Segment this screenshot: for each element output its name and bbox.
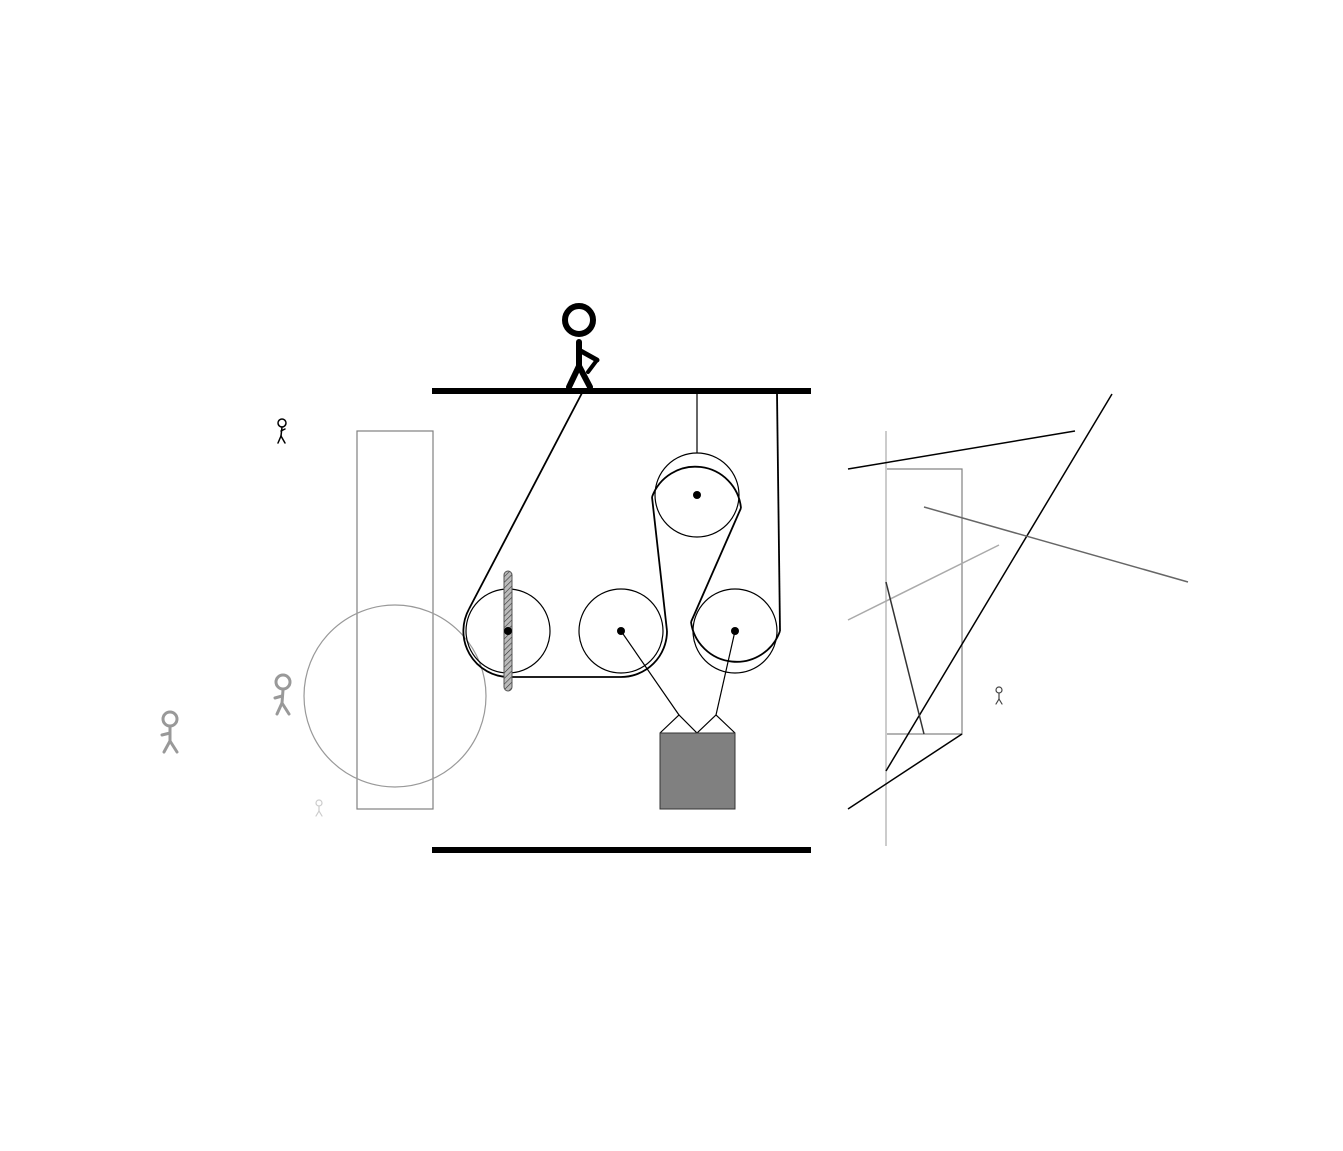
tiny-stick-figure-icon	[995, 686, 1003, 705]
left-tall-rect	[356, 430, 434, 810]
weight-rope-right	[715, 630, 736, 716]
gray-stick-figure-far-left-icon	[160, 710, 179, 754]
right-line-6	[847, 733, 963, 810]
right-line-4	[847, 544, 1000, 621]
person-stick-figure-icon	[562, 303, 600, 390]
right-line-5	[885, 581, 925, 735]
weight-rope-left	[620, 630, 680, 716]
gray-stick-figure-icon	[273, 673, 292, 716]
weight-block	[659, 732, 736, 810]
right-line-1	[847, 430, 1076, 470]
pulley-left-axle	[504, 627, 512, 635]
right-rect	[885, 468, 963, 735]
pulley-top-axle	[693, 491, 701, 499]
small-stick-figure-icon	[277, 418, 287, 444]
right-line-2	[885, 393, 1113, 772]
faint-stick-figure-icon	[315, 799, 323, 817]
large-gray-circle	[303, 604, 487, 788]
rope	[462, 392, 781, 678]
pulley-middle	[578, 588, 664, 674]
weight-harness	[659, 714, 736, 734]
right-line-3	[923, 506, 1189, 583]
